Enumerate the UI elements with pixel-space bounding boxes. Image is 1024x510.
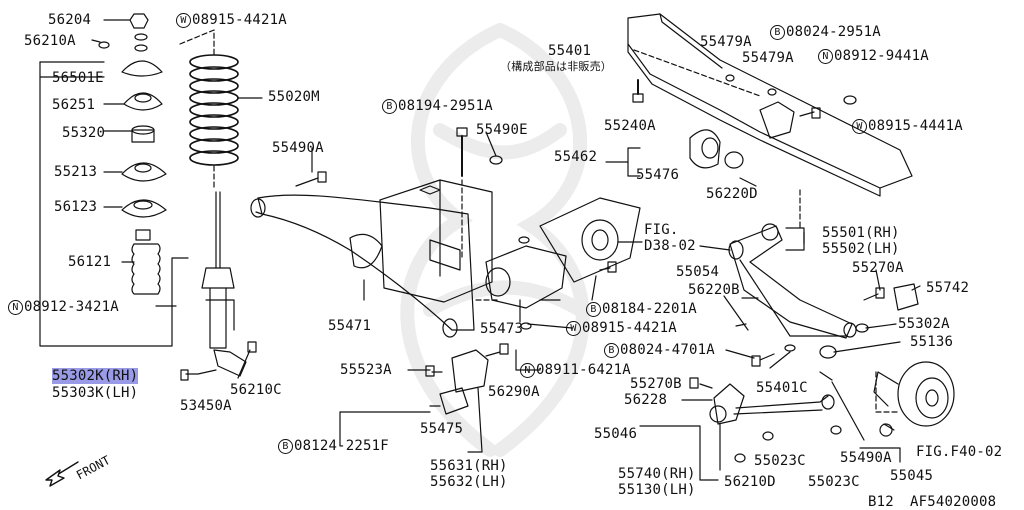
label-text: 08912-9441A	[834, 48, 929, 64]
label-55632-lh[interactable]: 55632(LH)	[430, 474, 508, 490]
bolt-symbol-icon: B	[382, 99, 397, 114]
label-text: 08915-4421A	[582, 320, 677, 336]
label-text: 08915-4441A	[868, 118, 963, 134]
crossmember	[605, 13, 913, 229]
label-56123[interactable]: 56123	[54, 199, 98, 215]
label-55476[interactable]: 55476	[636, 167, 680, 183]
label-56251[interactable]: 56251	[52, 97, 96, 113]
label-text: 08024-2951A	[786, 24, 881, 40]
label-55240a[interactable]: 55240A	[604, 118, 656, 134]
label-55054[interactable]: 55054	[676, 264, 720, 280]
label-56290a[interactable]: 56290A	[488, 384, 540, 400]
label-text: 08124-2251F	[294, 438, 389, 454]
nut-symbol-icon: N	[818, 49, 833, 64]
label-55490e[interactable]: 55490E	[476, 122, 528, 138]
label-55270a[interactable]: 55270A	[852, 260, 904, 276]
label-55631-rh[interactable]: 55631(RH)	[430, 458, 508, 474]
label-55490a-right[interactable]: 55490A	[840, 450, 892, 466]
label-55136[interactable]: 55136	[910, 334, 954, 350]
label-55502-lh[interactable]: 55502(LH)	[822, 241, 900, 257]
highlighted-part-number: 55302K(RH)	[52, 368, 139, 384]
label-55302a[interactable]: 55302A	[898, 316, 950, 332]
nut-symbol-icon: N	[8, 300, 23, 315]
label-text: 08184-2201A	[602, 301, 697, 317]
label-56204[interactable]: 56204	[48, 12, 92, 28]
bolt-symbol-icon: B	[278, 439, 293, 454]
strut-assembly	[39, 13, 263, 381]
bolt-symbol-icon: B	[604, 343, 619, 358]
label-56121[interactable]: 56121	[68, 254, 112, 270]
label-55023c-2[interactable]: 55023C	[808, 474, 860, 490]
label-55130-lh[interactable]: 55130(LH)	[618, 482, 696, 498]
diagram-code: AF54020008	[910, 494, 997, 510]
label-56210c[interactable]: 56210C	[230, 382, 282, 398]
label-55475[interactable]: 55475	[420, 421, 464, 437]
leader-lines	[91, 19, 921, 381]
label-fig-d38[interactable]: FIG.	[644, 222, 679, 238]
label-56220b[interactable]: 56220B	[688, 282, 740, 298]
diff-member-assembly	[339, 197, 643, 453]
label-55023c-1[interactable]: 55023C	[754, 453, 806, 469]
label-55320[interactable]: 55320	[62, 125, 106, 141]
washer-symbol-icon: W	[176, 13, 191, 28]
label-text: 08912-3421A	[24, 299, 119, 315]
label-55523a[interactable]: 55523A	[340, 362, 392, 378]
label-55742[interactable]: 55742	[926, 280, 970, 296]
not-sold-note: （構成部品は非販売）	[500, 60, 612, 73]
lower-arm-assembly	[250, 127, 503, 371]
washer-symbol-icon: W	[852, 119, 867, 134]
label-55020m[interactable]: 55020M	[268, 89, 320, 105]
label-55490a-left[interactable]: 55490A	[272, 140, 324, 156]
label-55270b[interactable]: 55270B	[630, 376, 682, 392]
label-55479a-1[interactable]: 55479A	[700, 34, 752, 50]
label-text: 08911-6421A	[536, 362, 631, 378]
label-fig-f40-02[interactable]: FIG.F40-02	[916, 444, 1003, 460]
label-55302k-rh[interactable]: 55302K(RH)	[52, 368, 139, 384]
label-55303k-lh[interactable]: 55303K(LH)	[52, 385, 139, 401]
label-fig-d38-02[interactable]: D38-02	[644, 238, 696, 254]
label-55501-rh[interactable]: 55501(RH)	[822, 225, 900, 241]
label-53450a[interactable]: 53450A	[180, 398, 232, 414]
label-55046[interactable]: 55046	[594, 426, 638, 442]
label-text: 08194-2951A	[398, 98, 493, 114]
label-55473[interactable]: 55473	[480, 321, 524, 337]
label-55471[interactable]: 55471	[328, 318, 372, 334]
label-56501e[interactable]: 56501E	[52, 70, 104, 86]
nut-symbol-icon: N	[520, 363, 535, 378]
label-55045[interactable]: 55045	[890, 468, 934, 484]
label-55401[interactable]: 55401	[548, 43, 592, 59]
label-text: 08024-4701A	[620, 342, 715, 358]
label-56228[interactable]: 56228	[624, 392, 668, 408]
label-56210a[interactable]: 56210A	[24, 33, 76, 49]
trailing-link-and-hub	[639, 361, 955, 481]
label-55479a-2[interactable]: 55479A	[742, 50, 794, 66]
front-arrow	[45, 461, 79, 487]
label-text: 08915-4421A	[192, 12, 287, 28]
bolt-symbol-icon: B	[770, 25, 785, 40]
label-56220d[interactable]: 56220D	[706, 186, 758, 202]
washer-symbol-icon: W	[566, 321, 581, 336]
label-55213[interactable]: 55213	[54, 164, 98, 180]
bolt-symbol-icon: B	[586, 302, 601, 317]
label-55462[interactable]: 55462	[554, 149, 598, 165]
label-55401c[interactable]: 55401C	[756, 380, 808, 396]
section-code: B12	[868, 494, 894, 510]
label-56210d[interactable]: 56210D	[724, 474, 776, 490]
label-55740-rh[interactable]: 55740(RH)	[618, 466, 696, 482]
